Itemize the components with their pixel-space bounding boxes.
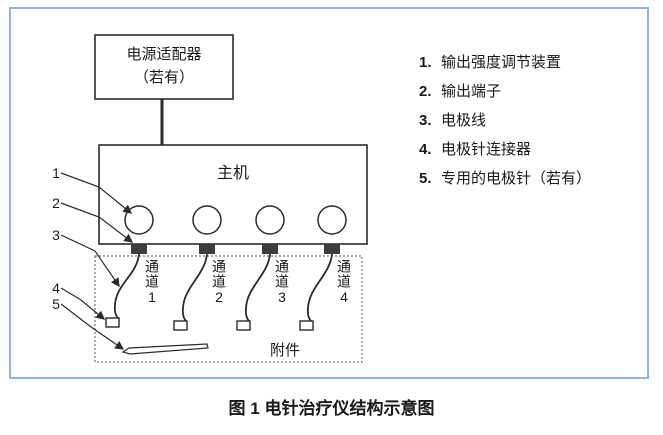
callout-number-5: 5 <box>52 296 60 312</box>
legend-item-3-text: 电极线 <box>441 112 487 129</box>
knob-circle-4 <box>317 205 347 235</box>
callout-line-1 <box>60 172 133 214</box>
needle-connector-4 <box>299 320 314 331</box>
main-unit-label: 主机 <box>216 165 249 182</box>
callout-number-1: 1 <box>52 165 60 181</box>
electrode-wire-2 <box>181 253 208 323</box>
legend-item-5-number: 5. <box>419 170 432 187</box>
figure-frame: 电源适配器 （若有） 主机 通道1 通道2 通道3 通道4 附件 1 2 3 4… <box>9 7 649 379</box>
legend-item-5-text: 专用的电极针（若有） <box>441 170 592 187</box>
channel-label-2: 通道2 <box>211 259 227 306</box>
needle-connector-2 <box>173 320 188 331</box>
power-adapter-box <box>94 34 234 100</box>
output-terminal-1 <box>131 244 147 254</box>
callout-number-4: 4 <box>52 280 60 296</box>
channel-label-3: 通道3 <box>274 259 290 306</box>
knob-circle-3 <box>255 205 285 235</box>
electrode-wire-3 <box>244 253 271 323</box>
callout-line-2 <box>60 202 134 243</box>
legend-item-4: 4. 电极针连接器 <box>419 140 591 159</box>
needle-connector-3 <box>236 320 251 331</box>
callout-line-3 <box>60 234 120 288</box>
electrode-needle <box>121 343 209 355</box>
electrode-wire-1 <box>113 253 140 320</box>
legend-item-3: 3. 电极线 <box>419 111 591 130</box>
figure-caption: 图 1 电针治疗仪结构示意图 <box>228 399 435 418</box>
legend-item-2-number: 2. <box>419 83 432 100</box>
knob-circle-1 <box>124 205 154 235</box>
legend-item-2-text: 输出端子 <box>441 83 502 100</box>
power-adapter-label: 电源适配器 （若有） <box>95 43 233 89</box>
output-terminal-2 <box>199 244 215 254</box>
callout-number-3: 3 <box>52 227 60 243</box>
diagram-canvas <box>60 34 368 363</box>
callout-number-2: 2 <box>52 195 60 211</box>
legend-item-4-number: 4. <box>419 141 432 158</box>
channel-label-4: 通道4 <box>336 259 352 306</box>
output-terminal-4 <box>324 244 340 254</box>
legend-item-2: 2. 输出端子 <box>419 82 591 101</box>
power-adapter-label-line2: （若有） <box>133 69 194 86</box>
channel-label-1: 通道1 <box>144 259 160 306</box>
legend-item-3-number: 3. <box>419 112 432 129</box>
legend: 1. 输出强度调节装置 2. 输出端子 3. 电极线 4. 电极针连接器 5. … <box>419 53 591 198</box>
accessories-dashed-box <box>94 255 363 363</box>
electrode-wire-4 <box>306 253 333 323</box>
legend-item-4-text: 电极针连接器 <box>441 141 532 158</box>
power-adapter-label-line1: 电源适配器 <box>126 46 202 63</box>
callout-line-5 <box>60 303 125 350</box>
output-terminal-3 <box>262 244 278 254</box>
legend-item-5: 5. 专用的电极针（若有） <box>419 169 591 188</box>
legend-item-1-number: 1. <box>419 54 432 71</box>
legend-item-1-text: 输出强度调节装置 <box>441 54 562 71</box>
needle-connector-1 <box>105 317 120 328</box>
callout-line-4 <box>60 287 106 320</box>
knob-circle-2 <box>192 205 222 235</box>
accessories-label: 附件 <box>270 342 301 359</box>
legend-item-1: 1. 输出强度调节装置 <box>419 53 591 72</box>
